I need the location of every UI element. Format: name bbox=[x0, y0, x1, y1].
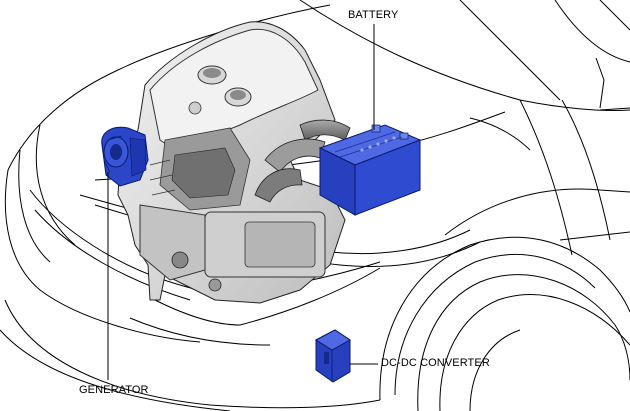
dc-dc-converter-illustration bbox=[314, 329, 351, 383]
generator-illustration bbox=[101, 126, 149, 187]
battery-illustration bbox=[318, 124, 422, 216]
generator-label: GENERATOR bbox=[79, 384, 149, 396]
leader-lines bbox=[107, 24, 378, 380]
engine-illustration bbox=[117, 21, 351, 304]
dc-dc-converter-label: DC-DC CONVERTER bbox=[381, 357, 490, 369]
battery-label: BATTERY bbox=[348, 9, 399, 21]
